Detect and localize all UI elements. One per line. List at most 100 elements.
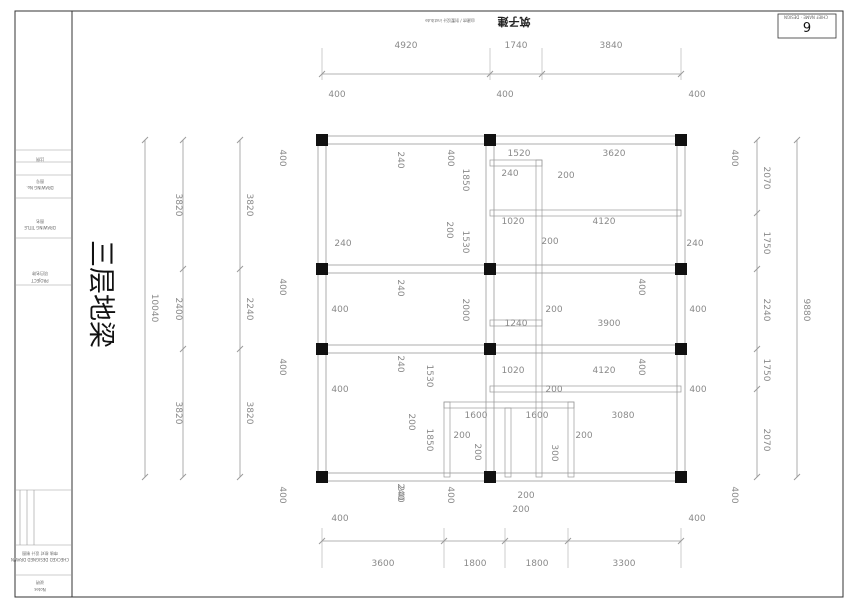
span-1850: 1850 [460,169,470,192]
dim-bottom-1: 3600 [372,559,395,569]
span-240-bottom: 240 [395,485,405,502]
signatures-cn: 审核 校对 设计 制图 [22,551,58,557]
column [316,471,328,483]
column [484,134,496,146]
beam-label-200: 200 [575,431,592,441]
beam-label-200: 200 [453,431,470,441]
span-300: 300 [549,444,559,461]
dim-left-total: 10040 [149,294,159,323]
dim-tick [141,136,149,144]
span-1600b: 1600 [526,411,549,421]
column [316,343,328,355]
span-1520: 1520 [508,149,531,159]
dim-right-1: 2070 [761,167,771,190]
beam-label-240: 240 [334,239,351,249]
outer-frame [14,10,844,598]
span-4120: 4120 [593,217,616,227]
beam-label-240-v: 240 [395,151,405,168]
dim-left-inner-2: 2240 [244,298,254,321]
column [675,134,687,146]
span-4120b: 4120 [593,366,616,376]
span-1240: 1240 [505,319,528,329]
beam-label-240-v: 240 [395,483,405,500]
dim-tick [753,345,761,353]
drawing-no-cn: 图号 [36,179,44,185]
column-label-400: 400 [496,90,513,100]
sheet-number-box [777,13,837,39]
dim-tick [753,385,761,393]
dim-top-3: 3840 [600,41,623,51]
column-label-400: 400 [331,514,348,524]
secondary-beam [489,209,682,217]
dim-tick [236,473,244,481]
beam-label-200: 200 [541,237,558,247]
drawing-title-cn: 图名 [36,219,44,225]
dim-bottom-2: 1800 [464,559,487,569]
dim-right-5: 2070 [761,429,771,452]
span-1530: 1530 [460,231,470,254]
dim-bottom-4: 3300 [613,559,636,569]
span-1600a: 1600 [465,411,488,421]
dim-top-2: 1740 [505,41,528,51]
span-1530b: 1530 [424,365,434,388]
column [675,343,687,355]
dim-tick [236,136,244,144]
column-label-400: 400 [331,305,348,315]
notes-en: Notes [34,587,46,592]
drawing-title: 三层地梁 [85,240,116,348]
column-label-400: 400 [328,90,345,100]
span-1020b: 1020 [502,366,525,376]
column-label-400: 400 [689,305,706,315]
beam-label-240-v: 240 [395,279,405,296]
dim-tick [236,345,244,353]
dim-tick [793,473,801,481]
beam-label-200: 200 [545,385,562,395]
dim-tick [753,136,761,144]
dim-right-total: 9880 [801,299,811,322]
dim-tick [179,136,187,144]
column-label-400-v: 400 [636,358,646,375]
column [484,263,496,275]
column [675,471,687,483]
column-label-400-v: 400 [729,486,739,503]
secondary-beam [489,319,543,327]
dim-right-2: 1750 [761,232,771,255]
column-label-400-v: 400 [277,278,287,295]
scale-label: 比例 [36,157,44,163]
beam-label-200-v: 200 [472,443,482,460]
dim-tick [179,473,187,481]
beam-label-200-v: 200 [444,221,454,238]
column-label-400: 400 [688,514,705,524]
span-2000: 2000 [460,299,470,322]
span-1020: 1020 [502,217,525,227]
drawing-no-en: DRAWING No. [26,185,53,190]
beam-label-240: 240 [686,239,703,249]
column [316,134,328,146]
column-label-400-v: 400 [636,278,646,295]
column [316,263,328,275]
column-label-400: 400 [331,385,348,395]
dim-tick [753,265,761,273]
column-label-400-v: 400 [277,149,287,166]
dim-tick [753,473,761,481]
drawing-title-en: DRAWING TITLE [24,225,56,230]
column-label-400: 400 [688,90,705,100]
beam-label-200-v: 200 [406,413,416,430]
column-label-400-v: 400 [445,149,455,166]
column [484,343,496,355]
column-label-400-v: 400 [277,486,287,503]
span-1850b: 1850 [424,429,434,452]
beam-label-200: 200 [517,491,534,501]
dim-tick [236,265,244,273]
header-title: 筑子建 [497,15,531,29]
beam-label-200: 200 [545,305,562,315]
notes-cn: 说明 [36,580,44,586]
dim-left-inner-3: 3820 [244,402,254,425]
column-label-400-v: 400 [729,149,739,166]
dim-right-4: 1750 [761,359,771,382]
beam-label-240-v: 240 [395,355,405,372]
dim-top-1: 4920 [395,41,418,51]
